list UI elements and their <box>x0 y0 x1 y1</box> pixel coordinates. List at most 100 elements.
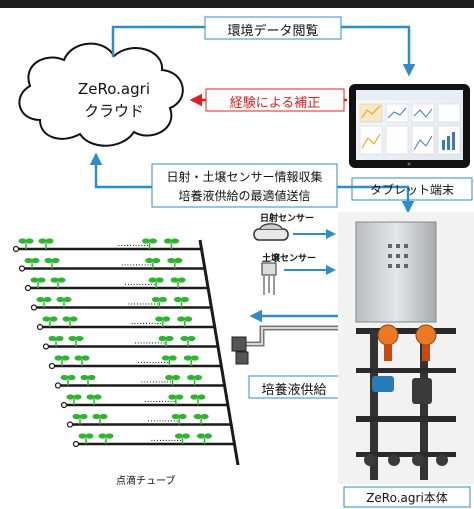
seedling-leaf <box>171 413 180 420</box>
seedling-leaf <box>161 355 170 361</box>
seedling-leaf <box>50 277 59 283</box>
unit-caption-box <box>343 486 471 508</box>
top-strip <box>0 0 474 8</box>
seedling-leaf <box>164 238 173 244</box>
seedling-leaf <box>49 316 58 322</box>
tablet-caption: タブレット端末 <box>369 183 454 197</box>
seedling-leaf <box>105 433 114 439</box>
seedling-leaf <box>171 238 180 244</box>
zeroagri-unit <box>338 212 474 484</box>
correction-box <box>205 88 345 112</box>
seedling-leaf <box>66 394 75 400</box>
seedling-leaf <box>67 374 76 381</box>
seedling-leaf <box>55 335 64 342</box>
unit-caption: ZeRo.agri本体 <box>366 491 448 505</box>
supply-label: 培養液供給 <box>261 383 327 398</box>
drip-ellipsis: ........... <box>144 395 175 405</box>
tube-cap <box>24 284 32 292</box>
seedling-leaf <box>54 355 63 361</box>
seedling-leaf <box>79 413 88 420</box>
seedling-leaf <box>197 394 206 400</box>
drip-ellipsis: ........... <box>121 259 152 269</box>
seedling-leaf <box>187 374 196 381</box>
seedling-leaf <box>72 413 81 420</box>
seedling-leaf <box>18 238 27 244</box>
tube-cap <box>18 265 26 272</box>
seedling-leaf <box>168 394 177 400</box>
seedling-leaf <box>170 277 179 283</box>
seedling-leaf <box>36 296 45 303</box>
cloud-shape <box>18 42 184 147</box>
seedling-leaf <box>93 394 102 400</box>
seedling-leaf <box>85 433 94 439</box>
sensor-collect-line-1: 日射・土壌センサー情報収集 <box>166 170 323 184</box>
drip-ellipsis: ........... <box>124 278 155 288</box>
seedling-leaf <box>190 355 199 361</box>
seedling-leaf <box>56 296 65 303</box>
env-data-label: 環境データ閲覧 <box>227 24 319 39</box>
seedling-leaf <box>151 296 160 303</box>
tube-cap <box>36 323 44 331</box>
correction-label: 経験による補正 <box>229 96 321 111</box>
drip-field: ........................................… <box>12 238 240 466</box>
tube-cap <box>48 362 56 370</box>
seedling-leaf <box>74 355 83 361</box>
drip-ellipsis: ........... <box>134 337 165 347</box>
seedling-leaf <box>175 394 184 400</box>
seedling-leaf <box>181 433 190 439</box>
seedling-leaf <box>48 335 57 342</box>
seedling-leaf <box>152 257 161 264</box>
seedling-leaf <box>69 316 78 322</box>
seedling-leaf <box>148 277 157 283</box>
seedling-leaf <box>149 238 158 244</box>
drip-ellipsis: ........... <box>131 317 162 327</box>
seedling-leaf <box>62 316 71 322</box>
drip-ellipsis: ........... <box>147 415 178 425</box>
sensor-collect-box <box>151 163 338 208</box>
seedling-leaf <box>177 277 186 283</box>
seedling-leaf <box>187 335 196 342</box>
drip-ellipsis: ........... <box>127 298 158 308</box>
seedling-leaf <box>44 257 53 264</box>
seedling-leaf <box>203 433 212 439</box>
seedling-leaf <box>155 277 164 283</box>
seedling-leaf <box>158 335 167 342</box>
seedling-leaf <box>37 277 46 283</box>
valve-icon <box>231 336 247 352</box>
seedling-leaf <box>190 394 199 400</box>
seedling-leaf <box>174 433 183 439</box>
seedling-leaf <box>99 413 108 420</box>
tube-cap <box>30 304 38 311</box>
seedling-leaf <box>61 355 70 361</box>
seedling-leaf <box>165 335 174 342</box>
seedling-leaf <box>68 335 77 342</box>
tablet-device <box>349 84 470 168</box>
seedling-leaf <box>43 296 52 303</box>
seedling-leaf <box>45 238 54 244</box>
seedling-leaf <box>168 355 177 361</box>
sensor-collect-line-2: 培養液供給の最適値送信 <box>178 189 311 203</box>
seedling-leaf <box>172 374 181 381</box>
seedling-leaf <box>24 257 33 264</box>
valve-icon-lower <box>235 351 249 365</box>
seedling-leaf <box>142 238 151 244</box>
seedling-leaf <box>92 413 101 420</box>
seedling-leaf <box>193 413 202 420</box>
seedling-leaf <box>30 277 39 283</box>
cloud-label-1: ZeRo.agri <box>78 80 150 98</box>
seedling-leaf <box>75 335 84 342</box>
drip-ellipsis: ........... <box>141 376 172 386</box>
seedling-leaf <box>42 316 51 322</box>
tube-cap <box>42 343 50 350</box>
seedling-leaf <box>81 355 90 361</box>
seedling-leaf <box>38 238 47 244</box>
drip-ellipsis: ........... <box>150 434 181 444</box>
seedling-leaf <box>51 257 60 264</box>
seedling-leaf <box>155 316 164 322</box>
seedling-leaf <box>180 335 189 342</box>
seedling-leaf <box>178 413 187 420</box>
tube-cap <box>12 245 20 253</box>
seedling-leaf <box>165 374 174 381</box>
